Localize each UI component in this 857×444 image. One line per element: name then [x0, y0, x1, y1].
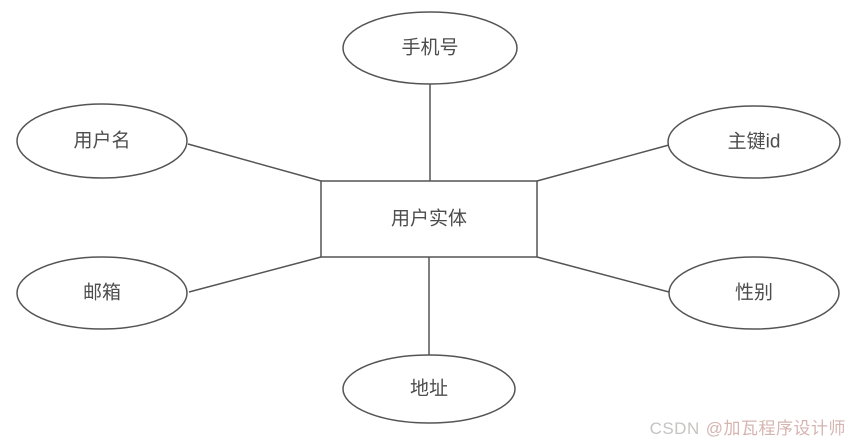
attribute-ellipse-primary-key-id: [667, 105, 841, 179]
attribute-ellipse-address: [342, 354, 516, 424]
watermark-author: @加瓦程序设计师: [705, 419, 846, 438]
attribute-label-address: 地址: [410, 378, 448, 400]
edge-entity-username: [187, 143, 322, 182]
attribute-ellipse-username: [16, 103, 188, 179]
attribute-label-username: 用户名: [73, 130, 130, 152]
watermark: CSDN @加瓦程序设计师: [650, 414, 846, 439]
entity-rect: [320, 180, 538, 258]
attribute-ellipse-phone: [342, 11, 518, 85]
edge-entity-email: [188, 256, 322, 293]
edge-entity-gender: [536, 256, 670, 293]
attribute-ellipse-email: [16, 256, 188, 330]
attribute-label-phone: 手机号: [401, 37, 458, 59]
attribute-ellipse-gender: [668, 256, 840, 330]
edge-entity-primary-key-id: [536, 144, 670, 182]
watermark-brand: CSDN: [649, 419, 700, 438]
attribute-label-primary-key-id: 主键id: [728, 131, 781, 153]
attribute-label-gender: 性别: [735, 282, 773, 304]
entity-label: 用户实体: [391, 208, 467, 230]
attribute-label-email: 邮箱: [83, 282, 121, 304]
